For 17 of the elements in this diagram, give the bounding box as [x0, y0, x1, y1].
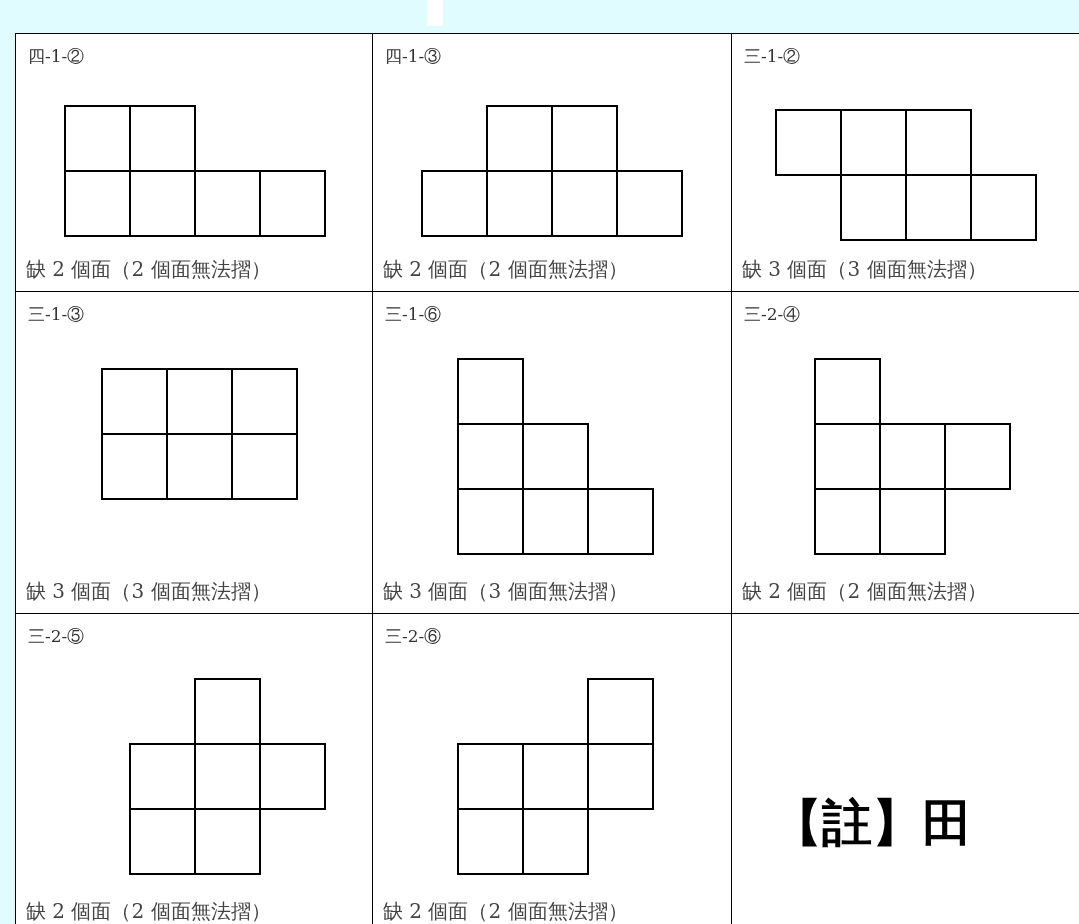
- cell-caption: 缺 3 個面（3 個面無法摺）: [742, 259, 987, 279]
- cell-caption: 缺 2 個面（2 個面無法摺）: [26, 901, 271, 921]
- cell-heading: 三-1-⑥: [385, 306, 442, 323]
- cell-caption: 缺 2 個面（2 個面無法摺）: [383, 259, 628, 279]
- cell-caption: 缺 2 個面（2 個面無法摺）: [742, 581, 987, 601]
- cell-heading: 三-2-⑥: [385, 628, 442, 645]
- cell-heading: 三-1-②: [744, 48, 801, 65]
- cell-caption: 缺 2 個面（2 個面無法摺）: [26, 259, 271, 279]
- cell-caption: 缺 3 個面（3 個面無法摺）: [383, 581, 628, 601]
- cell-heading: 四-1-③: [385, 48, 442, 65]
- cell-heading: 三-2-④: [744, 306, 801, 323]
- cell-heading: 三-2-⑤: [28, 628, 85, 645]
- cell-heading: 四-1-②: [28, 48, 85, 65]
- note-text: 【註】田: [772, 798, 972, 848]
- cell-caption: 缺 3 個面（3 個面無法摺）: [26, 581, 271, 601]
- cell-caption: 缺 2 個面（2 個面無法摺）: [383, 901, 628, 921]
- cell-heading: 三-1-③: [28, 306, 85, 323]
